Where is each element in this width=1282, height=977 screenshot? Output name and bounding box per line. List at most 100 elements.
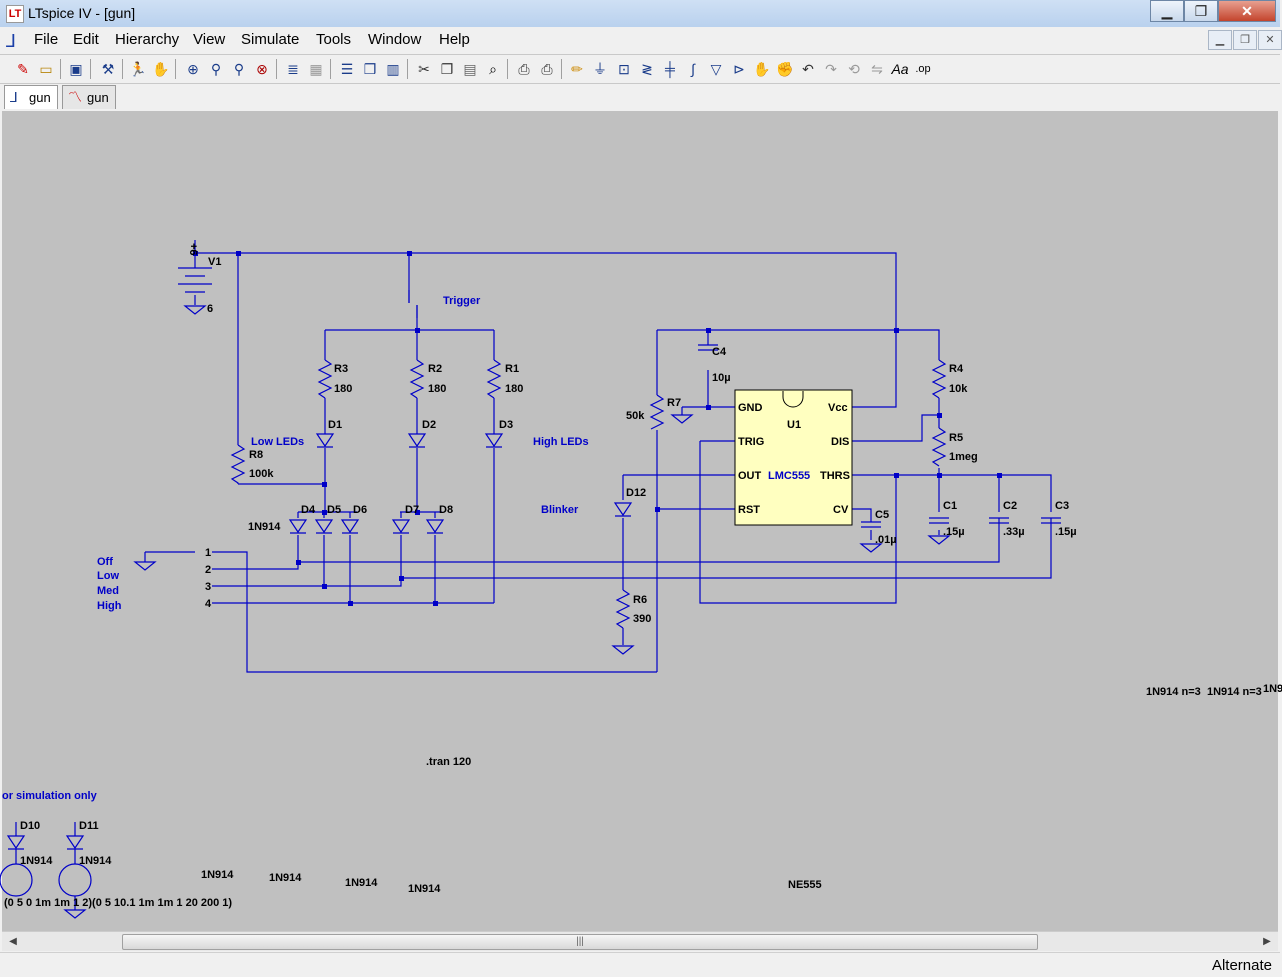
redo-icon[interactable]: ↷ [825,61,837,77]
c2-label: C2 [1003,500,1017,512]
schematic-icon: ⅃ [10,89,18,105]
med-comment: Med [97,585,119,597]
low-comment: Low [97,570,119,582]
draw-wire-icon[interactable]: ✏ [571,61,583,77]
model-label-2: 1N914 [269,872,302,884]
scroll-thumb[interactable]: ||| [122,934,1038,950]
menu-view[interactable]: View [193,31,226,48]
capacitor-icon[interactable]: ╪ [665,61,675,77]
model-label-1: 1N914 [201,869,234,881]
undo-icon[interactable]: ↶ [802,61,814,77]
pin-dis: DIS [831,436,849,448]
menu-file[interactable]: File [34,31,59,48]
diode-icon[interactable]: ▽ [710,61,722,77]
mirror-icon[interactable]: ⇋ [871,61,883,77]
menu-edit[interactable]: Edit [73,31,99,48]
d11-model: 1N914 [79,855,112,867]
zoom-in-icon[interactable]: ⚲ [210,61,222,77]
inductor-icon[interactable]: ∫ [691,61,695,77]
r4-value: 10k [949,383,968,395]
open-icon[interactable]: ▭ [39,61,53,77]
close-button[interactable]: ✕ [1218,0,1276,22]
trigger-comment: Trigger [443,295,481,307]
menu-window[interactable]: Window [368,31,422,48]
menu-tools[interactable]: Tools [316,31,352,48]
model-label-3: 1N914 [345,877,378,889]
drag-icon[interactable]: ✊ [776,61,794,77]
mdi-restore-button[interactable]: ❐ [1233,30,1257,50]
text-icon[interactable]: Aa [891,61,909,77]
pulse-source-text: (0 5 0 1m 1m 1 2)(0 5 10.1 1m 1m 1 20 20… [4,897,232,909]
chip-notch [782,391,804,408]
clear-icon[interactable]: ▦ [309,61,323,77]
capacitors [698,344,1061,528]
minimize-button[interactable]: ▁ [1150,0,1184,22]
schematic-drawing[interactable]: +6 V1 6 R3 180 R2 180 R1 180 D1 D2 D3 R8… [0,111,1282,931]
mdi-close-button[interactable]: ✕ [1258,30,1282,50]
new-schematic-icon[interactable]: ✎ [17,61,29,77]
zoom-area-icon[interactable]: ⊕ [187,61,199,77]
halt-icon[interactable]: ✋ [152,61,170,77]
rotate-icon[interactable]: ⟲ [848,61,860,77]
schematic-canvas[interactable]: +6 V1 6 R3 180 R2 180 R1 180 D1 D2 D3 R8… [0,111,1282,931]
r3-value: 180 [334,383,352,395]
switch-pin-2: 2 [205,564,211,576]
zoom-fit-icon[interactable]: ⊗ [256,61,268,77]
tab-label: gun [29,90,51,105]
tab-gun-schematic[interactable]: ⅃ gun [4,85,58,109]
switch-pin-4: 4 [205,598,212,610]
menu-simulate[interactable]: Simulate [241,31,300,48]
zoom-out-icon[interactable]: ⚲ [233,61,245,77]
ground-icon[interactable]: ⏚ [593,61,607,77]
tile-vertical-icon[interactable]: ▥ [386,61,400,77]
junction-dots [193,251,1002,606]
cascade-icon[interactable]: ❒ [363,61,377,77]
toolbar: ✎ ▭ ▣ ⚒ 🏃 ✋ ⊕ ⚲ ⚲ ⊗ ≣ ▦ ☰ ❒ ▥ ✂ ❐ ▤ ⌕ ⎙ … [0,54,1280,84]
schematic-menu-icon[interactable]: ⅃ [6,31,17,51]
battery-v1 [178,267,212,293]
find-icon[interactable]: ⌕ [489,61,497,77]
restore-button[interactable]: ❐ [1184,0,1218,22]
component-icon[interactable]: ⊳ [733,61,745,77]
c3-value: .15µ [1055,526,1077,538]
d6-label: D6 [353,504,367,516]
print-preview-icon[interactable]: ⎙ [518,61,530,77]
d12-label: D12 [626,487,646,499]
scroll-left-icon[interactable]: ◀ [9,936,17,947]
r6-value: 390 [633,613,651,625]
d11-label: D11 [79,820,99,832]
mdi-minimize-button[interactable]: ▁ [1208,30,1232,50]
scroll-right-icon[interactable]: ▶ [1263,936,1271,947]
autorange-icon[interactable]: ≣ [287,61,299,77]
run-icon[interactable]: 🏃 [129,61,147,77]
paste-icon[interactable]: ▤ [463,61,477,77]
move-icon[interactable]: ✋ [753,61,771,77]
print-icon[interactable]: ⎙ [541,61,553,77]
pin-out: OUT [738,470,762,482]
model-directive-b: 1N914 n=3 [1207,686,1262,698]
tile-horizontal-icon[interactable]: ☰ [340,61,354,77]
cut-icon[interactable]: ✂ [418,61,430,77]
copy-icon[interactable]: ❐ [440,61,454,77]
tran-directive: .tran 120 [426,756,471,768]
control-panel-icon[interactable]: ⚒ [101,61,115,77]
spice-directive-icon[interactable]: .op [915,63,931,75]
r4-label: R4 [949,363,964,375]
tab-label: gun [87,90,109,105]
title-bar: LT LTspice IV - [gun] ▁ ❐ ✕ [0,0,1280,27]
resistor-icon[interactable]: ≷ [641,61,653,77]
save-icon[interactable]: ▣ [69,61,83,77]
menu-hierarchy[interactable]: Hierarchy [115,31,180,48]
horizontal-scrollbar[interactable]: ◀ ||| ▶ [2,931,1278,951]
c5-label: C5 [875,509,889,521]
v1-label: V1 [208,256,221,268]
label-net-icon[interactable]: ⊡ [618,61,630,77]
d10-label: D10 [20,820,40,832]
menu-help[interactable]: Help [439,31,470,48]
voltage-sources [0,822,92,919]
lmc555-chip[interactable] [734,389,853,526]
pin-cv: CV [833,504,849,516]
tab-gun-waveform[interactable]: 〽 gun [62,85,116,109]
c4-label: C4 [712,346,727,358]
window-title: LTspice IV - [gun] [28,5,136,21]
